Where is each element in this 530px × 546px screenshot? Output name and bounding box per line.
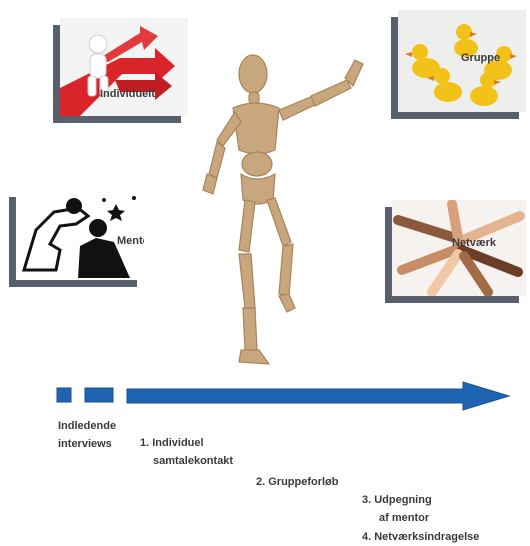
photo-gruppe: Gruppe — [398, 10, 526, 112]
step-2-line1: 2. Gruppeforløb — [256, 473, 339, 491]
timeline-arrow — [55, 380, 515, 416]
step-3: 3. Udpegning af mentor — [362, 491, 432, 527]
photo-individuelt: Individuelt — [60, 18, 188, 116]
step-intro: Indledende interviews — [58, 417, 116, 453]
step-3-line2: af mentor — [362, 509, 432, 527]
photo-label-gruppe: Gruppe — [461, 52, 500, 64]
step-1-line1: 1. Individuel — [140, 434, 233, 452]
individual-arrows-illustration — [60, 18, 188, 116]
step-1: 1. Individuel samtalekontakt — [140, 434, 233, 470]
photo-label-netvaerk: Netværk — [452, 237, 496, 249]
photo-label-individuelt: Individuelt — [100, 88, 155, 100]
timeline-square-1 — [57, 388, 71, 402]
step-3-line1: 3. Udpegning — [362, 491, 432, 509]
step-2: 2. Gruppeforløb — [256, 473, 339, 491]
step-4-line1: 4. Netværksindragelse — [362, 528, 479, 546]
timeline-square-2 — [85, 388, 113, 402]
photo-mentor: Mentor — [16, 190, 144, 280]
photo-netvaerk: Netværk — [392, 200, 526, 296]
step-4: 4. Netværksindragelse — [362, 528, 479, 546]
timeline-main-arrow — [127, 382, 509, 410]
step-intro-line1: Indledende — [58, 417, 116, 435]
photo-label-mentor: Mentor — [117, 235, 144, 247]
wooden-mannequin-figure — [195, 50, 385, 370]
step-1-line2: samtalekontakt — [140, 452, 233, 470]
step-intro-line2: interviews — [58, 435, 116, 453]
